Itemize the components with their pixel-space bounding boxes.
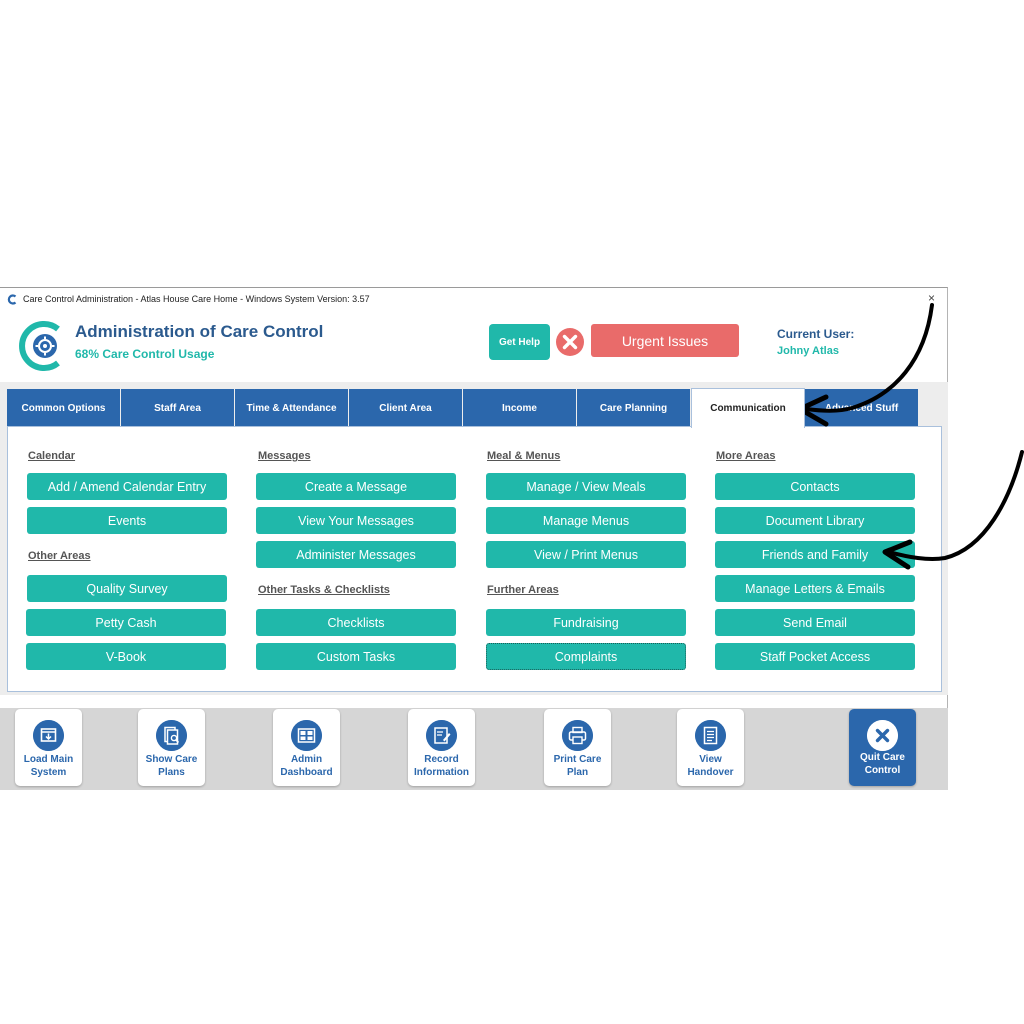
record-information-icon — [426, 720, 457, 751]
current-user-label: Current User: — [777, 327, 855, 341]
section-other-tasks-checklists: Other Tasks & Checklists — [258, 584, 390, 596]
custom-tasks-button[interactable]: Custom Tasks — [256, 643, 456, 670]
toolbar-label: Record Information — [414, 754, 469, 778]
window-title: Care Control Administration - Atlas Hous… — [23, 294, 370, 304]
app-window: Care Control Administration - Atlas Hous… — [0, 287, 948, 790]
toolbar-label: Admin Dashboard — [280, 754, 333, 778]
tab-income[interactable]: Income — [463, 389, 577, 427]
document-library-button[interactable]: Document Library — [715, 507, 915, 534]
quit-icon — [867, 720, 898, 751]
manage-view-meals-button[interactable]: Manage / View Meals — [486, 473, 686, 500]
usage-indicator: 68% Care Control Usage — [75, 347, 215, 361]
bottom-toolbar: Load Main System Show Care Plans Admin D… — [0, 708, 948, 790]
app-title: Administration of Care Control — [75, 322, 324, 341]
section-other-areas: Other Areas — [28, 550, 91, 562]
tab-common-options[interactable]: Common Options — [7, 389, 121, 427]
friends-and-family-button[interactable]: Friends and Family — [715, 541, 915, 568]
quit-care-control-button[interactable]: Quit Care Control — [849, 709, 916, 786]
v-book-button[interactable]: V-Book — [26, 643, 226, 670]
load-main-system-button[interactable]: Load Main System — [15, 709, 82, 786]
add-amend-calendar-entry-button[interactable]: Add / Amend Calendar Entry — [27, 473, 227, 500]
manage-letters-emails-button[interactable]: Manage Letters & Emails — [715, 575, 915, 602]
section-more-areas: More Areas — [716, 450, 776, 462]
tab-advanced-stuff[interactable]: Advanced Stuff — [805, 389, 919, 427]
section-further-areas: Further Areas — [487, 584, 559, 596]
communication-tab-content: Calendar Add / Amend Calendar Entry Even… — [7, 426, 942, 692]
show-care-plans-button[interactable]: Show Care Plans — [138, 709, 205, 786]
print-care-plan-button[interactable]: Print Care Plan — [544, 709, 611, 786]
create-message-button[interactable]: Create a Message — [256, 473, 456, 500]
care-control-logo-icon — [7, 294, 17, 305]
petty-cash-button[interactable]: Petty Cash — [26, 609, 226, 636]
get-help-button[interactable]: Get Help — [489, 324, 550, 360]
contacts-button[interactable]: Contacts — [715, 473, 915, 500]
care-control-logo-icon — [19, 321, 60, 371]
tab-care-planning[interactable]: Care Planning — [577, 389, 691, 427]
manage-menus-button[interactable]: Manage Menus — [486, 507, 686, 534]
quality-survey-button[interactable]: Quality Survey — [27, 575, 227, 602]
staff-pocket-access-button[interactable]: Staff Pocket Access — [715, 643, 915, 670]
urgent-alert-icon[interactable] — [555, 327, 585, 357]
toolbar-label: Print Care Plan — [553, 754, 602, 778]
send-email-button[interactable]: Send Email — [715, 609, 915, 636]
events-button[interactable]: Events — [27, 507, 227, 534]
title-bar: Care Control Administration - Atlas Hous… — [0, 288, 948, 310]
checklists-button[interactable]: Checklists — [256, 609, 456, 636]
show-care-plans-icon — [156, 720, 187, 751]
toolbar-label: Quit Care Control — [859, 752, 905, 776]
section-messages: Messages — [258, 450, 311, 462]
tab-time-attendance[interactable]: Time & Attendance — [235, 389, 349, 427]
view-handover-icon — [695, 720, 726, 751]
view-print-menus-button[interactable]: View / Print Menus — [486, 541, 686, 568]
app-header: Administration of Care Control 68% Care … — [0, 310, 948, 382]
section-calendar: Calendar — [28, 450, 76, 462]
tab-client-area[interactable]: Client Area — [349, 389, 463, 427]
tab-panel-area: Common Options Staff Area Time & Attenda… — [0, 382, 948, 695]
tab-staff-area[interactable]: Staff Area — [121, 389, 235, 427]
view-your-messages-button[interactable]: View Your Messages — [256, 507, 456, 534]
view-handover-button[interactable]: View Handover — [677, 709, 744, 786]
load-main-system-icon — [33, 720, 64, 751]
urgent-issues-button[interactable]: Urgent Issues — [591, 324, 739, 357]
admin-dashboard-icon — [291, 720, 322, 751]
administer-messages-button[interactable]: Administer Messages — [256, 541, 456, 568]
current-user-name: Johny Atlas — [777, 345, 839, 357]
toolbar-label: Load Main System — [23, 754, 74, 778]
print-care-plan-icon — [562, 720, 593, 751]
admin-dashboard-button[interactable]: Admin Dashboard — [273, 709, 340, 786]
complaints-button[interactable]: Complaints — [486, 643, 686, 670]
close-icon[interactable]: × — [928, 291, 936, 305]
toolbar-label: View Handover — [687, 754, 734, 778]
section-meal-menus: Meal & Menus — [487, 450, 561, 462]
record-information-button[interactable]: Record Information — [408, 709, 475, 786]
toolbar-label: Show Care Plans — [145, 754, 198, 778]
fundraising-button[interactable]: Fundraising — [486, 609, 686, 636]
tab-communication[interactable]: Communication — [691, 388, 805, 428]
